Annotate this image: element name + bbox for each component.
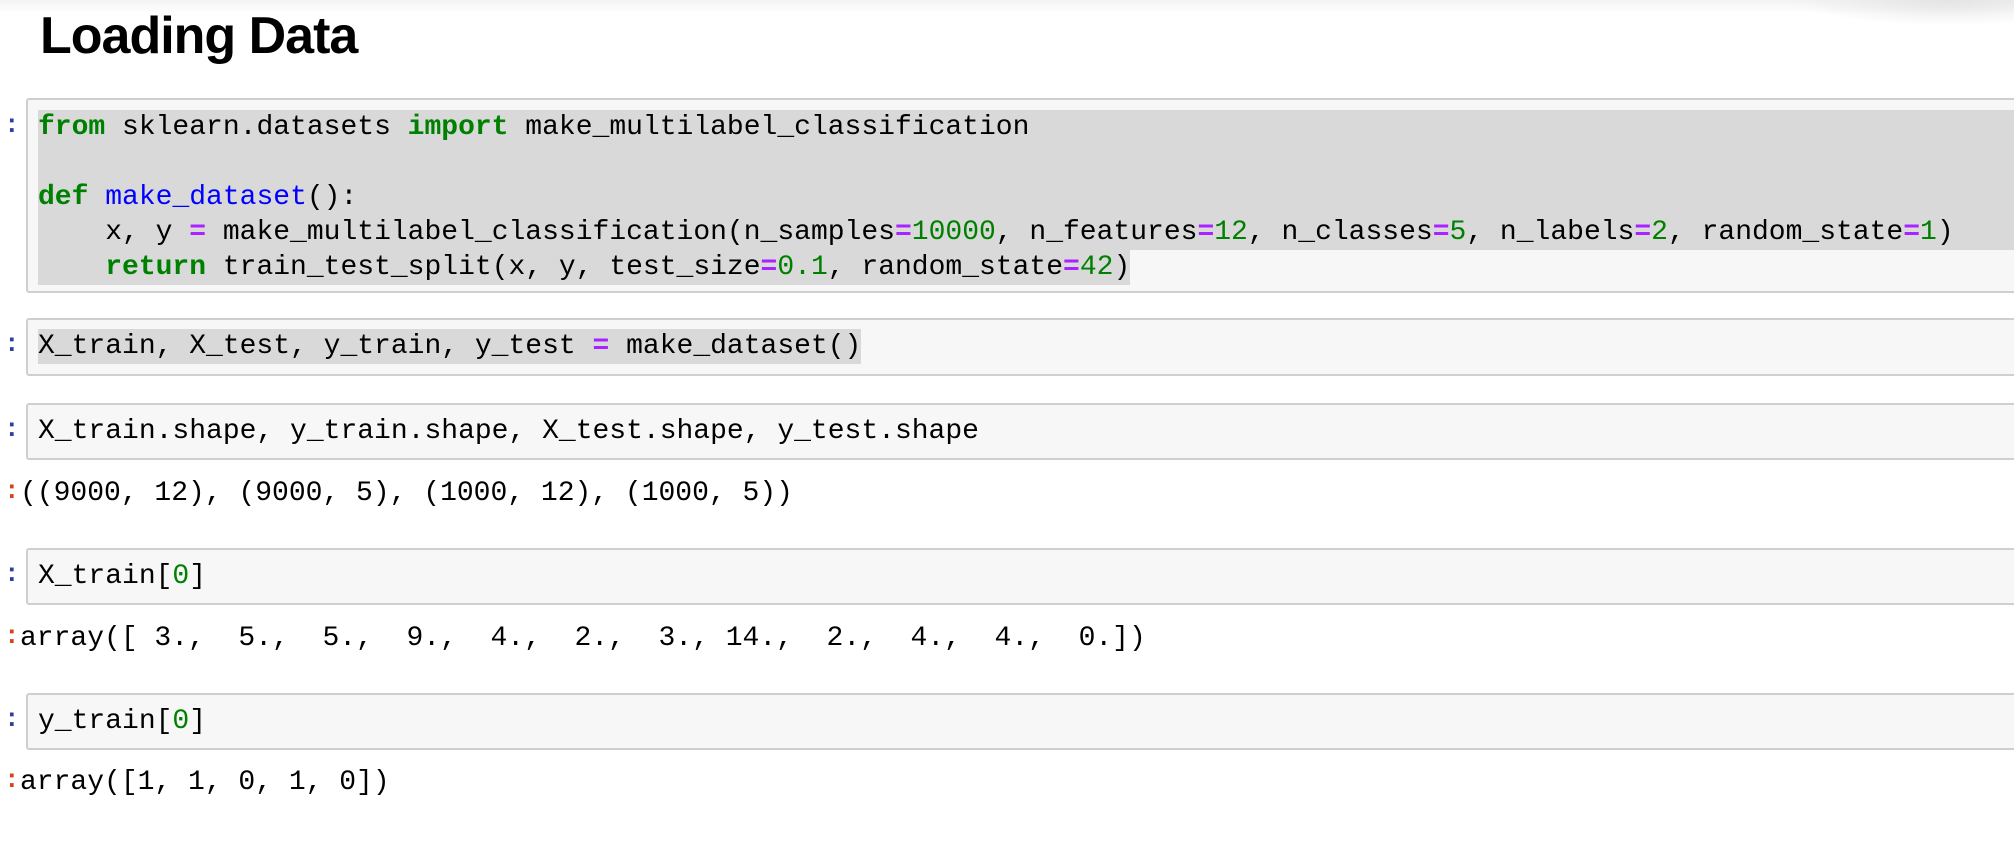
code-line bbox=[38, 145, 2014, 180]
section-heading: Loading Data bbox=[40, 7, 358, 65]
code-token: (): bbox=[306, 182, 358, 213]
corner-shadow bbox=[1794, 0, 2014, 26]
code-token: = bbox=[760, 252, 778, 283]
code-line: return train_test_split(x, y, test_size=… bbox=[38, 250, 2014, 285]
code-cell[interactable]: from sklearn.datasets import make_multil… bbox=[26, 98, 2014, 293]
code-line: from sklearn.datasets import make_multil… bbox=[38, 110, 2014, 145]
code-cell[interactable]: X_train.shape, y_train.shape, X_test.sha… bbox=[26, 403, 2014, 460]
code-token: = bbox=[894, 217, 912, 248]
code-token: make_multilabel_classification(n_samples bbox=[206, 217, 895, 248]
code-line: X_train.shape, y_train.shape, X_test.sha… bbox=[38, 414, 2014, 449]
code-line: X_train, X_test, y_train, y_test = make_… bbox=[38, 329, 2014, 364]
selection-highlight: X_train, X_test, y_train, y_test = make_… bbox=[38, 329, 862, 364]
selection-highlight: return train_test_split(x, y, test_size=… bbox=[38, 250, 1131, 285]
output-prompt: : bbox=[4, 621, 20, 651]
code-editor[interactable]: from sklearn.datasets import make_multil… bbox=[38, 110, 2014, 285]
code-token: X_train, X_test, y_train, y_test bbox=[38, 331, 593, 362]
code-token: 10000 bbox=[911, 217, 996, 248]
code-token: = bbox=[592, 331, 610, 362]
code-editor[interactable]: X_train.shape, y_train.shape, X_test.sha… bbox=[38, 414, 2014, 449]
code-token: 12 bbox=[1214, 217, 1248, 248]
input-prompt: : bbox=[4, 414, 20, 444]
code-token: 42 bbox=[1079, 252, 1114, 283]
code-line: x, y = make_multilabel_classification(n_… bbox=[38, 215, 2014, 250]
code-token: , n_labels bbox=[1466, 217, 1635, 248]
code-token: 1 bbox=[1920, 217, 1937, 248]
cell-output: ((9000, 12), (9000, 5), (1000, 12), (100… bbox=[20, 478, 793, 509]
cell-output: array([1, 1, 0, 1, 0]) bbox=[20, 767, 390, 798]
code-token: 2 bbox=[1651, 217, 1668, 248]
code-token: = bbox=[1634, 217, 1652, 248]
input-prompt: : bbox=[4, 110, 20, 140]
code-token: ) bbox=[1936, 217, 1954, 248]
code-token: train_test_split(x, y, test_size bbox=[206, 252, 761, 283]
code-line: X_train[0] bbox=[38, 559, 2014, 594]
input-prompt: : bbox=[4, 559, 20, 589]
code-token: 5 bbox=[1449, 217, 1467, 248]
output-prompt: : bbox=[4, 476, 20, 506]
code-token: = bbox=[1903, 217, 1921, 248]
code-token: , n_features bbox=[995, 217, 1198, 248]
code-token: make_dataset bbox=[105, 182, 307, 213]
code-editor[interactable]: X_train, X_test, y_train, y_test = make_… bbox=[38, 329, 2014, 364]
code-token: 0 bbox=[172, 706, 190, 737]
code-token: , random_state bbox=[827, 252, 1064, 283]
code-token: ] bbox=[189, 706, 207, 737]
code-line: def make_dataset(): bbox=[38, 180, 2014, 215]
code-token: make_multilabel_classification bbox=[508, 112, 1030, 143]
code-token: sklearn.datasets bbox=[105, 112, 408, 143]
code-token: make_dataset() bbox=[609, 331, 862, 362]
code-token: = bbox=[1197, 217, 1215, 248]
code-token: , n_classes bbox=[1247, 217, 1433, 248]
code-token: = bbox=[1432, 217, 1450, 248]
code-cell[interactable]: X_train[0] bbox=[26, 548, 2014, 605]
code-token: 0.1 bbox=[777, 252, 828, 283]
code-editor[interactable]: y_train[0] bbox=[38, 704, 2014, 739]
code-token: = bbox=[1063, 252, 1080, 283]
input-prompt: : bbox=[4, 329, 20, 359]
code-token: x, y bbox=[38, 217, 190, 248]
code-token: = bbox=[189, 217, 207, 248]
code-token: return bbox=[105, 252, 207, 283]
code-cell[interactable]: X_train, X_test, y_train, y_test = make_… bbox=[26, 318, 2014, 376]
cell-output: array([ 3., 5., 5., 9., 4., 2., 3., 14.,… bbox=[20, 623, 1146, 654]
code-token: ) bbox=[1113, 252, 1131, 283]
code-cell[interactable]: y_train[0] bbox=[26, 693, 2014, 750]
code-token: X_train[ bbox=[38, 561, 173, 592]
code-token: y_train[ bbox=[38, 706, 173, 737]
code-line: y_train[0] bbox=[38, 704, 2014, 739]
code-token: def bbox=[38, 182, 89, 213]
code-token: ] bbox=[189, 561, 207, 592]
code-token bbox=[38, 252, 105, 283]
input-prompt: : bbox=[4, 704, 20, 734]
code-token: , random_state bbox=[1667, 217, 1904, 248]
top-shadow bbox=[0, 0, 2014, 14]
code-token: X_train.shape, y_train.shape, X_test.sha… bbox=[38, 416, 979, 447]
code-token bbox=[88, 182, 105, 213]
output-prompt: : bbox=[4, 765, 20, 795]
code-editor[interactable]: X_train[0] bbox=[38, 559, 2014, 594]
code-token: import bbox=[407, 112, 509, 143]
code-token: 0 bbox=[172, 561, 190, 592]
code-token: from bbox=[38, 112, 106, 143]
